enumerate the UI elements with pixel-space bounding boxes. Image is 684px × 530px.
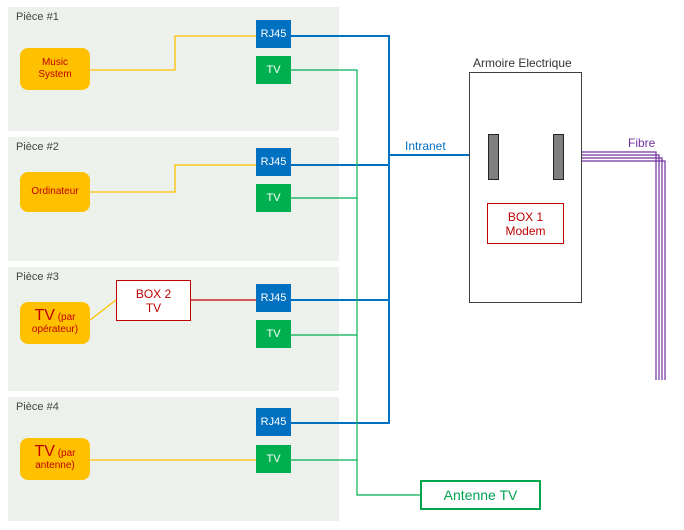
room-2-title: Pièce #2: [16, 141, 59, 153]
tv-operator-main: TV: [34, 307, 55, 324]
audio-link-room-1: [90, 35, 256, 71]
tv-antenna-sub: (par: [57, 448, 76, 459]
room-4-tv-port: TV: [256, 445, 291, 473]
room-2-tv-port: TV: [256, 184, 291, 212]
computer-device: Ordinateur: [20, 172, 90, 212]
tv-antenna-sub2: antenne): [35, 460, 75, 471]
tv-operator-sub2: opérateur): [31, 324, 79, 335]
tv-operator-sub: (par: [57, 312, 76, 323]
intranet-switch: [488, 134, 499, 180]
room-4-rj45-port: RJ45: [256, 408, 291, 436]
fibre-label: Fibre: [628, 136, 656, 150]
music-system-device: Music System: [20, 48, 90, 90]
box-1-line1: BOX 1: [507, 209, 544, 224]
room-1-rj45-port: RJ45: [256, 20, 291, 48]
fibre-cable: [564, 151, 666, 380]
box-2-line1: BOX 2: [135, 286, 172, 301]
room-2-rj45-port: RJ45: [256, 148, 291, 176]
tv-antenna-device: TV (par antenne): [20, 438, 90, 480]
music-system-label: Music System: [38, 57, 72, 80]
room-3-rj45-port: RJ45: [256, 284, 291, 312]
box-2-line2: TV: [145, 300, 162, 315]
box-2-tv: BOX 2 TV: [116, 280, 191, 321]
fibre-switch: [553, 134, 564, 180]
coax-trunk: [291, 69, 420, 496]
room-3-tv-port: TV: [256, 320, 291, 348]
ethernet-room-1: [291, 35, 390, 424]
box-1-modem: BOX 1 Modem: [487, 203, 564, 244]
intranet-label: Intranet: [405, 139, 446, 153]
cabinet-title: Armoire Electrique: [473, 56, 572, 70]
tv-antenna-box: Antenne TV: [420, 480, 541, 510]
room-1-tv-port: TV: [256, 56, 291, 84]
room-4-title: Pièce #4: [16, 401, 59, 413]
electrical-cabinet: [469, 72, 582, 303]
room-3-title: Pièce #3: [16, 271, 59, 283]
tv-antenna-main: TV: [34, 443, 55, 460]
audio-link-room-2: [90, 164, 256, 193]
box-1-line2: Modem: [505, 223, 546, 238]
tv-operator-device: TV (par opérateur): [20, 302, 90, 344]
audio-link-room-3: [89, 299, 117, 321]
room-1-title: Pièce #1: [16, 11, 59, 23]
